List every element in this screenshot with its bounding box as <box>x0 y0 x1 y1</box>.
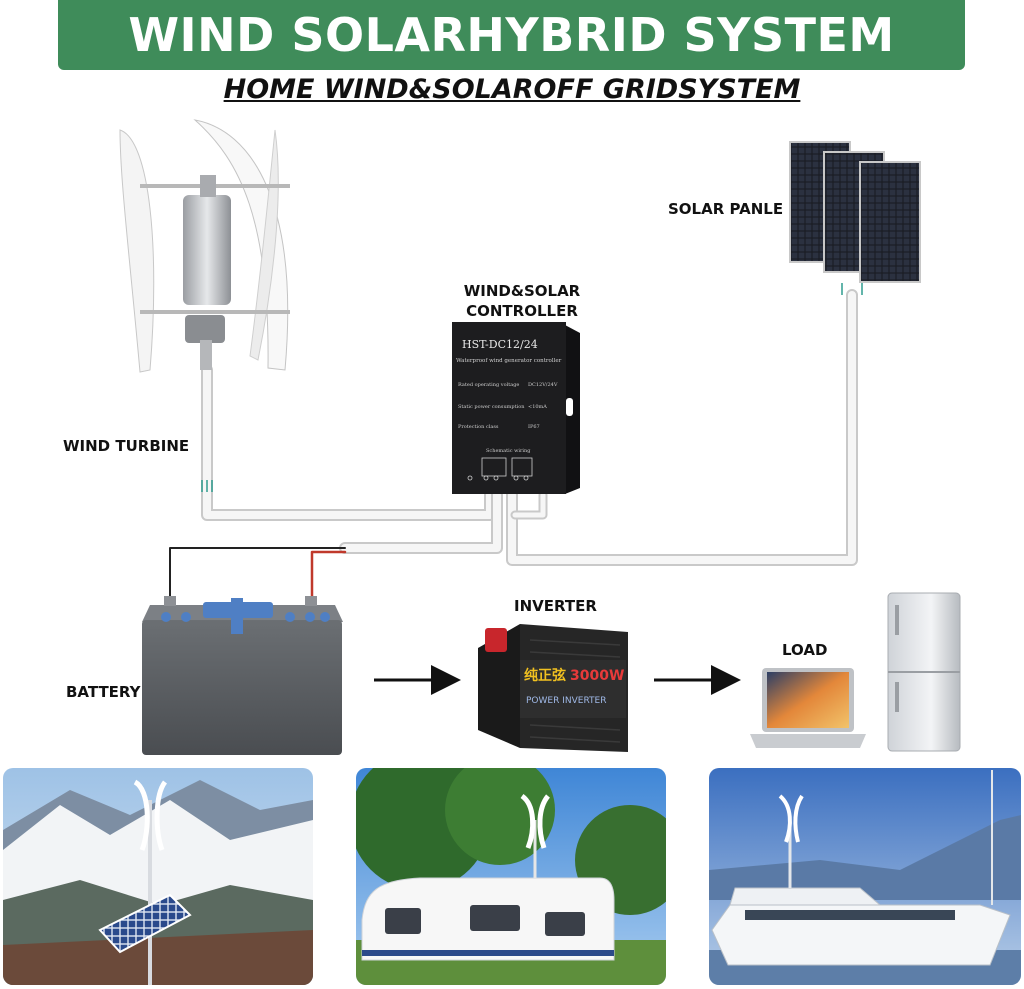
inverter-device: 纯正弦 3000W POWER INVERTER <box>478 624 628 752</box>
controller-wiring-title: Schematic wiring <box>486 448 531 454</box>
title-banner: WIND SOLARHYBRID SYSTEM <box>58 0 965 70</box>
inverter-watt: 3000W <box>570 668 624 684</box>
battery-device <box>142 596 343 755</box>
label-solar-panel: SOLAR PANLE <box>668 200 784 218</box>
page-subtitle: HOME WIND&SOLAROFF GRIDSYSTEM <box>223 74 801 105</box>
controller-row-3-val: IP67 <box>528 424 540 430</box>
solar-panels <box>789 141 921 283</box>
page-title: WIND SOLARHYBRID SYSTEM <box>128 8 895 62</box>
inverter-name: POWER INVERTER <box>526 696 606 706</box>
controller-row-2-key: Static power consumption <box>458 404 525 410</box>
label-wind-turbine: WIND TURBINE <box>63 437 190 455</box>
inverter-brand: 纯正弦 <box>524 667 566 684</box>
photo-caravan <box>356 768 666 985</box>
label-controller-line1: WIND&SOLAR <box>463 282 581 300</box>
wind-turbine <box>119 119 290 373</box>
photo-yacht <box>709 768 1021 985</box>
controller-desc: Waterproof wind generator controller <box>456 358 562 364</box>
cable-group <box>169 289 858 602</box>
label-inverter: INVERTER <box>514 597 597 615</box>
label-battery: BATTERY <box>66 683 141 701</box>
laptop-device <box>750 668 866 748</box>
controller-row-1-val: DC12V/24V <box>528 382 558 388</box>
fridge-device <box>887 592 961 752</box>
controller-row-1-key: Rated operating voltage <box>458 382 519 388</box>
wire-markers <box>201 283 863 492</box>
photo-mountain <box>3 768 313 985</box>
label-controller-line2: CONTROLLER <box>466 302 578 320</box>
controller-device: HST-DC12/24 Waterproof wind generator co… <box>452 322 580 494</box>
controller-row-2-val: <10mA <box>528 404 547 410</box>
controller-model: HST-DC12/24 <box>462 338 538 351</box>
label-load: LOAD <box>782 641 828 659</box>
controller-row-3-key: Protection class <box>458 424 499 430</box>
